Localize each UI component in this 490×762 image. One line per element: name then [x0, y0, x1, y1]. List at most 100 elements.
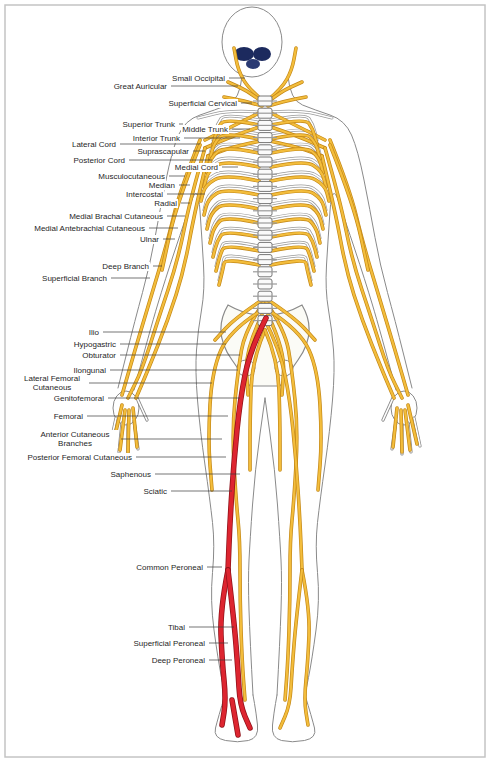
nerve [322, 156, 394, 398]
leader-line [120, 344, 226, 345]
nerve-label: Sciatic [142, 487, 168, 496]
nerve-label: Lateral Femoral Cutaneous [18, 374, 86, 392]
leader-line [209, 660, 232, 661]
nerve [322, 156, 394, 398]
nerve [325, 148, 402, 398]
vertebra-process [253, 283, 277, 284]
nerve [405, 410, 410, 450]
vertebra-process [253, 149, 277, 150]
vertebra-process [253, 174, 277, 175]
nerve [219, 261, 259, 285]
nerve [302, 570, 309, 725]
leader-line [89, 383, 212, 384]
nerve [271, 261, 311, 285]
leader-line [121, 439, 222, 440]
vertebra-process [253, 308, 277, 309]
skull-base [246, 59, 260, 69]
nerve [271, 163, 326, 187]
nerve [271, 149, 323, 173]
leader-line [171, 491, 232, 492]
nerve-label: Intercostal [125, 190, 164, 199]
leader-line [179, 185, 190, 186]
vertebra-process [253, 198, 277, 199]
nerve-label: Saphenous [110, 470, 152, 479]
nerve-label: Ilio [88, 328, 100, 337]
vertebra-process [253, 137, 277, 138]
nerve [271, 149, 323, 173]
nerve [325, 148, 402, 398]
leader-line [169, 176, 185, 177]
nerve-label: Superior Trunk [122, 120, 176, 129]
nerve [393, 408, 397, 447]
leader-line [153, 266, 162, 267]
nerve-label: Deep Branch [101, 262, 150, 271]
leader-line [103, 332, 226, 333]
nerve-label: Hypogastric [73, 340, 117, 349]
vertebra-process [253, 259, 277, 260]
leader-line [181, 203, 190, 204]
sciatic-nerve-highlight [232, 700, 238, 735]
leader-line [241, 103, 252, 104]
leader-line [207, 567, 222, 568]
nerve [271, 163, 326, 187]
finger [383, 398, 393, 420]
nerve-label: Tibal [167, 623, 186, 632]
finger [137, 398, 147, 420]
nerve [128, 148, 205, 398]
nerve [330, 140, 408, 395]
leader-line [110, 370, 238, 371]
nerve-label: Musculocutaneous [97, 172, 166, 181]
leader-line [120, 144, 200, 145]
nerve-label: Suprascapular [136, 147, 190, 156]
nerve-label: Deep Peroneal [151, 656, 206, 665]
leader-line [155, 474, 240, 475]
nerve-label: Genitofemoral [53, 394, 105, 403]
vertebra-process [253, 186, 277, 187]
nerve [330, 140, 408, 395]
nerve-label: Small Occipital [171, 74, 226, 83]
nerve [393, 408, 397, 447]
nerve-label: Medial Brachal Cutaneous [68, 212, 164, 221]
leader-line [184, 138, 240, 139]
vertebra-process [253, 113, 277, 114]
nerve-label: Ulnar [139, 235, 160, 244]
vertebra-process [253, 100, 277, 101]
leader-line [87, 416, 228, 417]
leader-line [163, 239, 175, 240]
nerve [271, 121, 317, 145]
sciatic-nerve-highlight [228, 318, 266, 570]
nerve [401, 410, 402, 452]
vertebra-process [253, 161, 277, 162]
leader-line [149, 228, 178, 229]
nerve [264, 318, 302, 570]
nerve [210, 135, 259, 159]
vertebra-process [253, 296, 277, 297]
leader-line [229, 78, 245, 79]
nerve-label: Posterior Cord [72, 156, 126, 165]
nerve [401, 410, 402, 452]
frame [5, 5, 485, 757]
sciatic-nerve-highlight [232, 700, 238, 735]
nerve [128, 148, 205, 398]
nerve-label: Superficial Peroneal [132, 639, 206, 648]
nerve [271, 135, 320, 159]
nerve-label: Femoral [53, 412, 84, 421]
vertebra-process [253, 235, 277, 236]
nerve-label: Common Peroneal [135, 563, 204, 572]
nerve-label: Superficial Branch [41, 274, 108, 283]
nerve [330, 145, 368, 270]
nerve-label: Radial [153, 199, 178, 208]
sciatic-nerve-highlight [228, 318, 266, 570]
nerve [133, 408, 137, 447]
leader-line [232, 129, 250, 130]
nerve [264, 318, 302, 570]
nerve-label: Anterior Cutaneous Branches [32, 430, 118, 448]
leader-line [222, 167, 238, 168]
leader-line [111, 278, 150, 279]
sciatic-nerve-highlight [221, 570, 228, 725]
leader-line [120, 355, 240, 356]
finger [383, 398, 393, 420]
vertebra-process [253, 271, 277, 272]
nerve-label: Middle Trunk [181, 125, 229, 134]
